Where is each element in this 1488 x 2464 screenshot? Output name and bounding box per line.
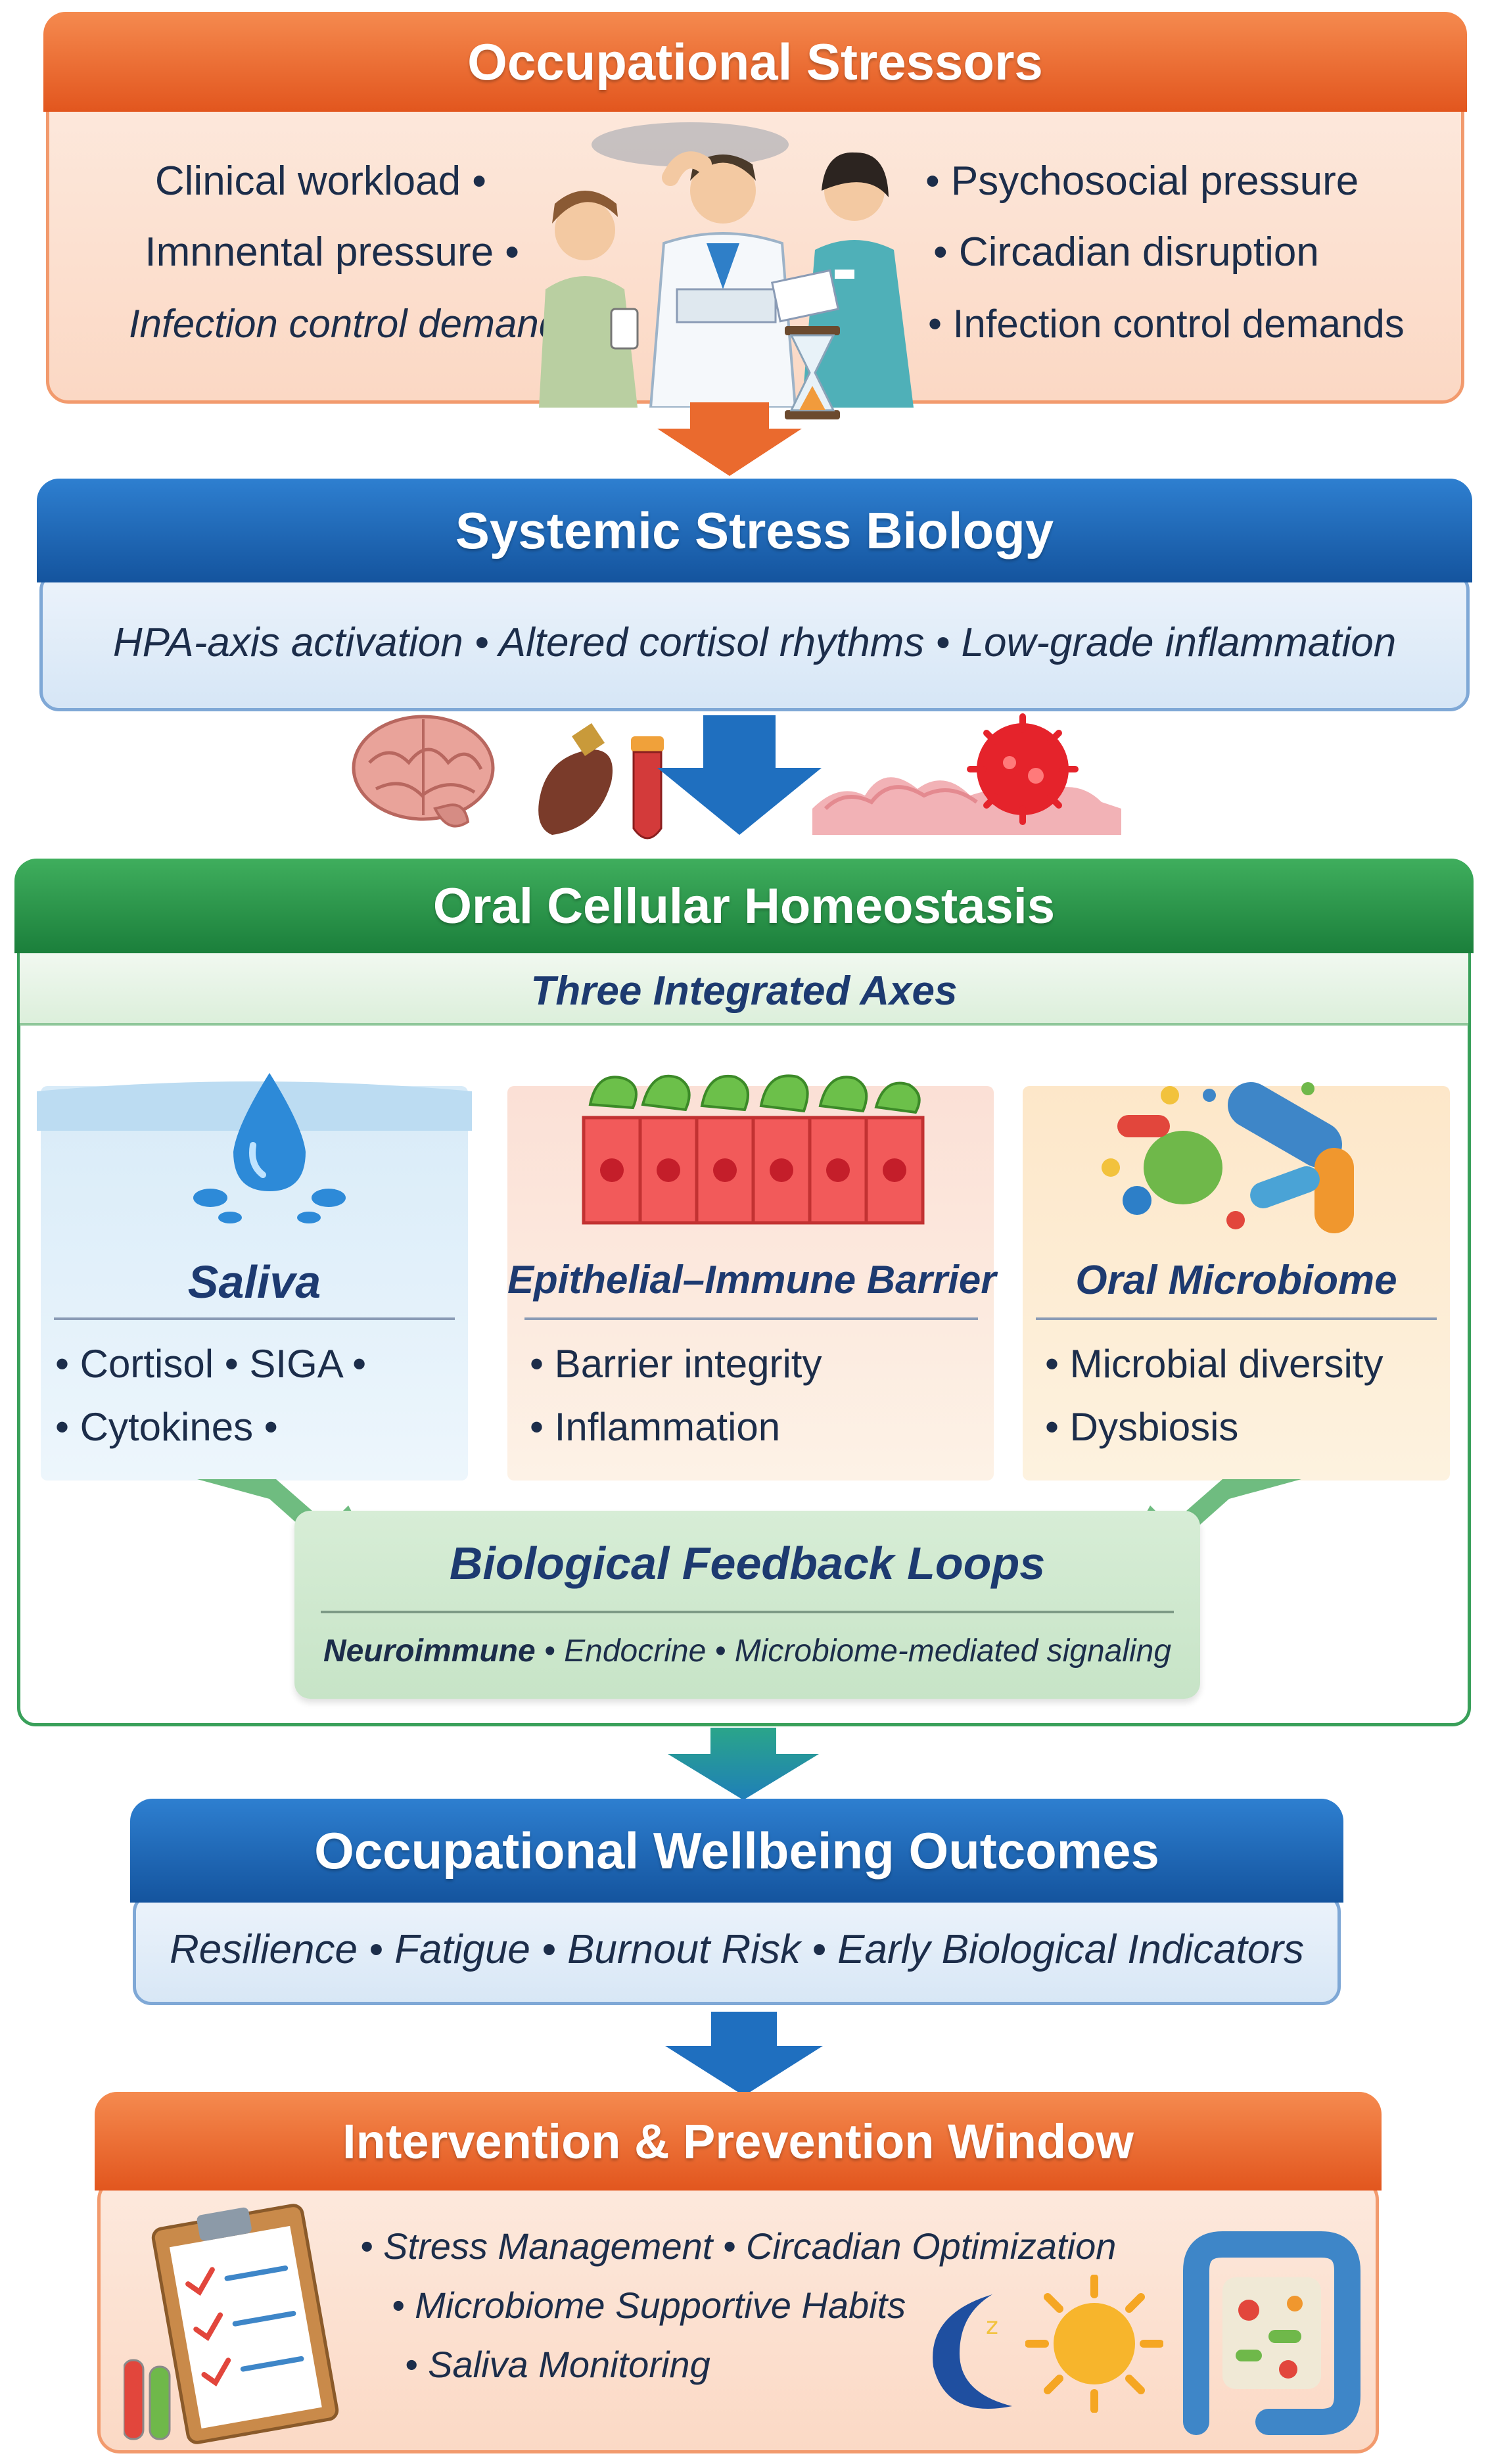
saliva-item-2: • Cytokines • — [55, 1405, 278, 1449]
sun-icon — [1025, 2275, 1163, 2413]
feedback-line: Neuroimmune • Endocrine • Microbiome-med… — [294, 1633, 1200, 1669]
stressor-left-1: Clinical workload • — [154, 158, 486, 204]
clinicians-illustration-icon — [539, 122, 914, 408]
microbiome-divider — [1036, 1317, 1437, 1320]
stressor-left-3: Infection control demands — [129, 302, 581, 346]
microbiome-column — [1023, 1086, 1450, 1481]
feedback-divider — [321, 1611, 1174, 1613]
stressor-left-2: Imnnental pressure • — [145, 229, 519, 275]
inflamed-tissue-icon — [812, 713, 1121, 835]
intervention-item-3: • Saliva Monitoring — [405, 2344, 710, 2385]
stressor-right-3: • Infection control demands — [928, 302, 1405, 346]
liver-icon — [538, 723, 613, 835]
oral-subtitle: Three Integrated Axes — [530, 968, 958, 1014]
intervention-title: Intervention & Prevention Window — [342, 2114, 1134, 2169]
saliva-item-1: • Cortisol • SIGA • — [55, 1342, 367, 1386]
brain-icon — [352, 715, 495, 828]
test-tube-icon — [631, 736, 664, 840]
stressors-header: Occupational Stressors — [43, 12, 1467, 112]
water-drop-icon — [193, 1073, 346, 1223]
feedback-rest: • Endocrine • Microbiome-mediated signal… — [535, 1634, 1172, 1669]
epithelial-cells-icon — [582, 1074, 925, 1225]
flow-arrow-3 — [668, 1728, 819, 1800]
stressor-right-1: • Psychosocial pressure — [925, 158, 1359, 204]
svg-text:z: z — [986, 2313, 998, 2340]
barrier-title: Epithelial–Immune Barrier — [507, 1258, 996, 1302]
barrier-divider — [524, 1317, 978, 1320]
oral-header: Oral Cellular Homeostasis — [14, 859, 1474, 953]
microbiome-item-2: • Dysbiosis — [1045, 1405, 1239, 1449]
flow-arrow-1 — [657, 402, 802, 476]
barrier-item-2: • Inflammation — [530, 1405, 781, 1449]
microbiome-item-1: • Microbial diversity — [1045, 1342, 1383, 1386]
microbiome-title: Oral Microbiome — [1075, 1258, 1397, 1303]
flow-arrow-2 — [657, 715, 822, 835]
moon-icon: z — [933, 2294, 1012, 2409]
oral-subheader — [20, 953, 1468, 1026]
feedback-lead: Neuroimmune — [323, 1634, 536, 1669]
outcomes-title: Occupational Wellbeing Outcomes — [314, 1821, 1159, 1880]
outcomes-line: Resilience • Fatigue • Burnout Risk • Ea… — [169, 1927, 1305, 1972]
stressors-title: Occupational Stressors — [467, 32, 1043, 91]
systemic-title: Systemic Stress Biology — [455, 501, 1054, 559]
bacteria-icon — [1102, 1082, 1354, 1233]
intervention-header: Intervention & Prevention Window — [95, 2092, 1382, 2191]
oral-title: Oral Cellular Homeostasis — [432, 878, 1056, 934]
gut-icon — [1183, 2231, 1360, 2435]
systemic-panel — [39, 571, 1470, 711]
intervention-item-1: • Stress Management • Circadian Optimiza… — [360, 2225, 1117, 2267]
hourglass-icon — [785, 326, 840, 419]
clipboard-checklist-icon — [124, 2204, 339, 2444]
intervention-item-2: • Microbiome Supportive Habits — [392, 2285, 906, 2326]
feedback-title: Biological Feedback Loops — [449, 1538, 1046, 1589]
feedback-panel — [294, 1511, 1200, 1699]
saliva-divider — [54, 1317, 455, 1320]
systemic-line: HPA-axis activation • Altered cortisol r… — [112, 620, 1397, 665]
systemic-header: Systemic Stress Biology — [37, 479, 1472, 582]
outcomes-header: Occupational Wellbeing Outcomes — [130, 1799, 1343, 1903]
stressor-right-2: • Circadian disruption — [933, 229, 1319, 275]
flow-arrow-4 — [665, 2012, 823, 2096]
barrier-item-1: • Barrier integrity — [530, 1342, 822, 1386]
saliva-title: Saliva — [187, 1256, 321, 1308]
